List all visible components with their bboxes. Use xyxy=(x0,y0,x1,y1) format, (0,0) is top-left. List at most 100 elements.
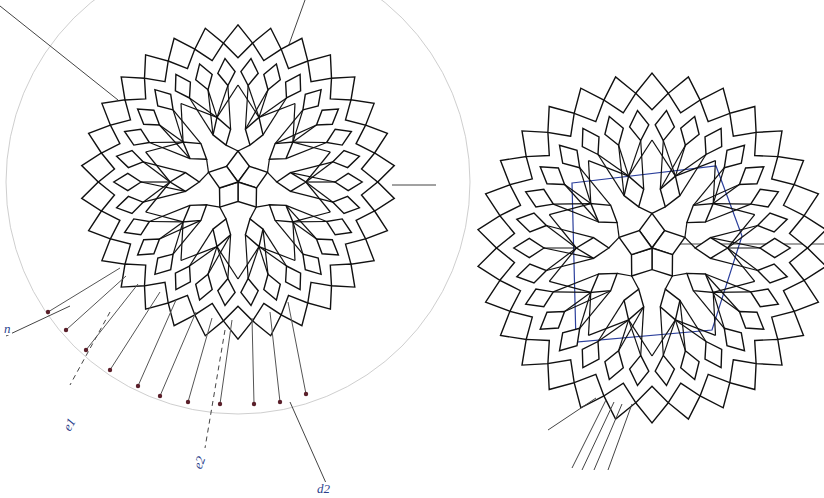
star-line xyxy=(160,125,184,142)
star-line xyxy=(652,140,675,176)
star-line xyxy=(228,86,231,130)
star-line xyxy=(181,247,217,261)
star-line xyxy=(146,212,183,222)
star-line xyxy=(711,258,758,270)
rhombus-tile xyxy=(751,189,779,207)
star-line xyxy=(546,226,593,238)
arc-point xyxy=(84,348,88,352)
rhombus-tile xyxy=(582,342,599,368)
construction-line xyxy=(290,402,330,492)
rhombus-tile xyxy=(333,196,360,213)
rhombus-tile xyxy=(121,264,146,287)
star-line xyxy=(256,205,269,207)
rhombus-tile xyxy=(501,157,533,185)
star-line xyxy=(143,162,185,173)
rhombus-tile xyxy=(755,339,782,365)
star-line xyxy=(220,207,226,219)
star-line xyxy=(208,90,213,135)
construction-line xyxy=(110,292,160,370)
arc-point xyxy=(46,310,50,314)
rhombus-tile xyxy=(624,289,644,320)
construction-line xyxy=(86,284,138,350)
center-rhombus xyxy=(652,248,673,276)
rhombus-tile xyxy=(327,219,352,235)
rhombus-tile xyxy=(739,312,763,330)
star-line xyxy=(259,247,295,261)
rhombus-tile xyxy=(548,107,574,137)
rhombus-tile xyxy=(668,77,700,113)
construction-line xyxy=(594,404,622,470)
construction-line xyxy=(188,318,212,402)
construction-line xyxy=(220,320,232,404)
rhombus-tile xyxy=(526,289,554,307)
star-line xyxy=(598,155,629,177)
star-line xyxy=(685,237,695,248)
star-line xyxy=(259,104,295,118)
rhombus-tile xyxy=(308,55,332,82)
star-line xyxy=(190,247,218,266)
star-line xyxy=(580,291,611,329)
star-line xyxy=(250,207,256,219)
star-line xyxy=(226,145,238,151)
rhombus-tile xyxy=(739,167,763,185)
rhombus-tile xyxy=(605,351,623,380)
star-line xyxy=(565,291,611,312)
star-line xyxy=(248,247,259,279)
construction-line xyxy=(0,6,118,100)
rhombus-tile xyxy=(196,274,213,300)
rhombus-tile xyxy=(755,131,782,157)
rhombus-tile xyxy=(241,59,258,86)
rhombus-tile xyxy=(269,142,293,159)
star-line xyxy=(268,172,277,182)
rhombus-tile xyxy=(125,129,150,145)
rhombus-tile xyxy=(303,90,321,110)
dashed-line xyxy=(70,312,110,385)
star-line xyxy=(199,172,208,182)
rhombus-tile xyxy=(687,273,713,292)
arc-point xyxy=(136,384,140,388)
rhombus-tile xyxy=(183,205,207,222)
star-line xyxy=(728,248,755,281)
rhombus-tile xyxy=(362,182,395,211)
arc-point xyxy=(218,402,222,406)
star-line xyxy=(713,203,751,205)
rhombus-tile xyxy=(346,100,375,125)
rhombus-tile xyxy=(630,355,649,385)
star-line xyxy=(549,281,591,292)
rhombus-tile xyxy=(245,219,263,247)
star-line xyxy=(589,320,629,336)
arc-point xyxy=(64,328,68,332)
star-line xyxy=(259,247,287,266)
rhombus-tile xyxy=(760,238,790,257)
rhombus-tile xyxy=(253,303,282,335)
rhombus-tile xyxy=(168,38,195,68)
star-line xyxy=(672,273,687,276)
rhombus-tile xyxy=(196,64,213,90)
rhombus-tile xyxy=(223,306,252,339)
rhombus-tile xyxy=(730,107,756,137)
rhombus-tile xyxy=(170,173,199,192)
rhombus-tile xyxy=(604,77,636,113)
rhombus-tile xyxy=(253,28,282,60)
rhombus-tile xyxy=(117,151,144,168)
rhombus-tile xyxy=(540,312,564,330)
rhombus-tile xyxy=(576,238,608,259)
star-line xyxy=(291,191,333,202)
construction-line xyxy=(548,398,596,430)
star-line xyxy=(589,161,629,177)
star-line xyxy=(693,291,724,329)
rhombus-tile xyxy=(751,289,779,307)
rhombus-tile xyxy=(486,280,521,311)
star-line xyxy=(663,320,675,356)
star-line xyxy=(293,142,330,152)
star-line xyxy=(238,85,259,117)
star-line xyxy=(207,205,220,207)
star-line xyxy=(173,110,201,144)
star-line xyxy=(546,258,593,270)
construction-line xyxy=(288,302,306,394)
center-rhombus xyxy=(619,231,652,255)
star-line xyxy=(306,152,330,182)
rhombus-tile xyxy=(286,75,301,99)
star-line xyxy=(181,222,183,261)
